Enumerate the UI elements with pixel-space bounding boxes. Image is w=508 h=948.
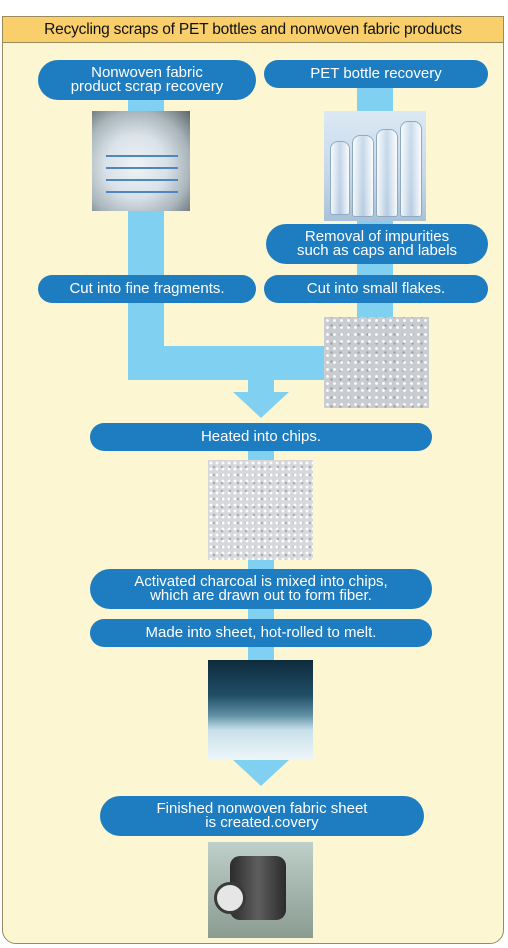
merge-arrow-icon xyxy=(233,392,289,418)
step-pet-recovery: PET bottle recovery xyxy=(264,60,488,88)
step-activated-charcoal-line1: Activated charcoal is mixed into chips, xyxy=(134,573,388,590)
nonwoven-scrap-photo xyxy=(92,111,190,211)
step-cut-small: Cut into small flakes. xyxy=(264,275,488,303)
step-nonwoven-recovery-line2: product scrap recovery xyxy=(70,78,224,95)
diagram-title: Recycling scraps of PET bottles and nonw… xyxy=(44,21,462,38)
fiber-sheet-photo xyxy=(208,660,313,760)
chips-photo xyxy=(208,460,313,560)
step-finished-sheet-line2: is created.covery xyxy=(205,814,319,831)
flow-merge-stem xyxy=(248,380,274,394)
step-remove-impurities: Removal of impurities such as caps and l… xyxy=(266,224,488,264)
step-activated-charcoal-line2: which are drawn out to form fiber. xyxy=(150,587,372,604)
step-cut-small-label: Cut into small flakes. xyxy=(306,280,446,297)
pet-bottles-photo xyxy=(324,111,426,221)
step-cut-fine: Cut into fine fragments. xyxy=(38,275,256,303)
step-finished-sheet-line1: Finished nonwoven fabric sheet xyxy=(156,800,368,817)
step-made-sheet-label: Made into sheet, hot-rolled to melt. xyxy=(145,624,377,641)
step-made-sheet: Made into sheet, hot-rolled to melt. xyxy=(90,619,432,647)
title-bar: Recycling scraps of PET bottles and nonw… xyxy=(2,16,504,43)
pet-flakes-photo xyxy=(324,317,429,408)
step-pet-recovery-label: PET bottle recovery xyxy=(310,65,442,82)
step-activated-charcoal: Activated charcoal is mixed into chips, … xyxy=(90,569,432,609)
step-cut-fine-label: Cut into fine fragments. xyxy=(69,280,225,297)
step-nonwoven-recovery: Nonwoven fabric product scrap recovery xyxy=(38,60,256,100)
step-remove-impurities-line1: Removal of impurities xyxy=(304,228,450,245)
step-finished-sheet: Finished nonwoven fabric sheet is create… xyxy=(100,796,424,836)
step-heated-chips-label: Heated into chips. xyxy=(200,428,322,445)
down-arrow-icon xyxy=(233,760,289,786)
step-remove-impurities-line2: such as caps and labels xyxy=(296,242,458,259)
finished-roll-photo xyxy=(208,842,313,938)
step-heated-chips: Heated into chips. xyxy=(90,423,432,451)
step-nonwoven-recovery-line1: Nonwoven fabric xyxy=(91,64,203,81)
